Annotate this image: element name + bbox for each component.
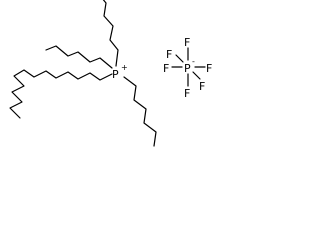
fluorine-atom-left: F [163,62,169,75]
anion-phosphorus-atom: P [184,62,191,75]
fluorine-atom-lower-right: F [199,80,205,93]
hexyl-chain-lower-right [123,76,157,147]
hexyl-chain-upper-left [45,45,113,69]
fluorine-atom-right: F [206,62,212,75]
tetradecyl-chain [9,69,113,119]
pf-bond-lower-right [192,71,201,80]
structure-diagram: P + P - F F F F F F [9,0,212,147]
pf-bond-upper-left [175,54,184,63]
cation-charge: + [121,63,128,72]
hexyl-chain-top [102,0,119,67]
fluorine-atom-top: F [184,36,190,49]
cation-phosphorus-atom: P [112,68,119,81]
fluorine-atom-upper-left: F [166,48,172,61]
fluorine-atom-bottom: F [184,87,190,100]
anion-charge: - [192,57,195,66]
